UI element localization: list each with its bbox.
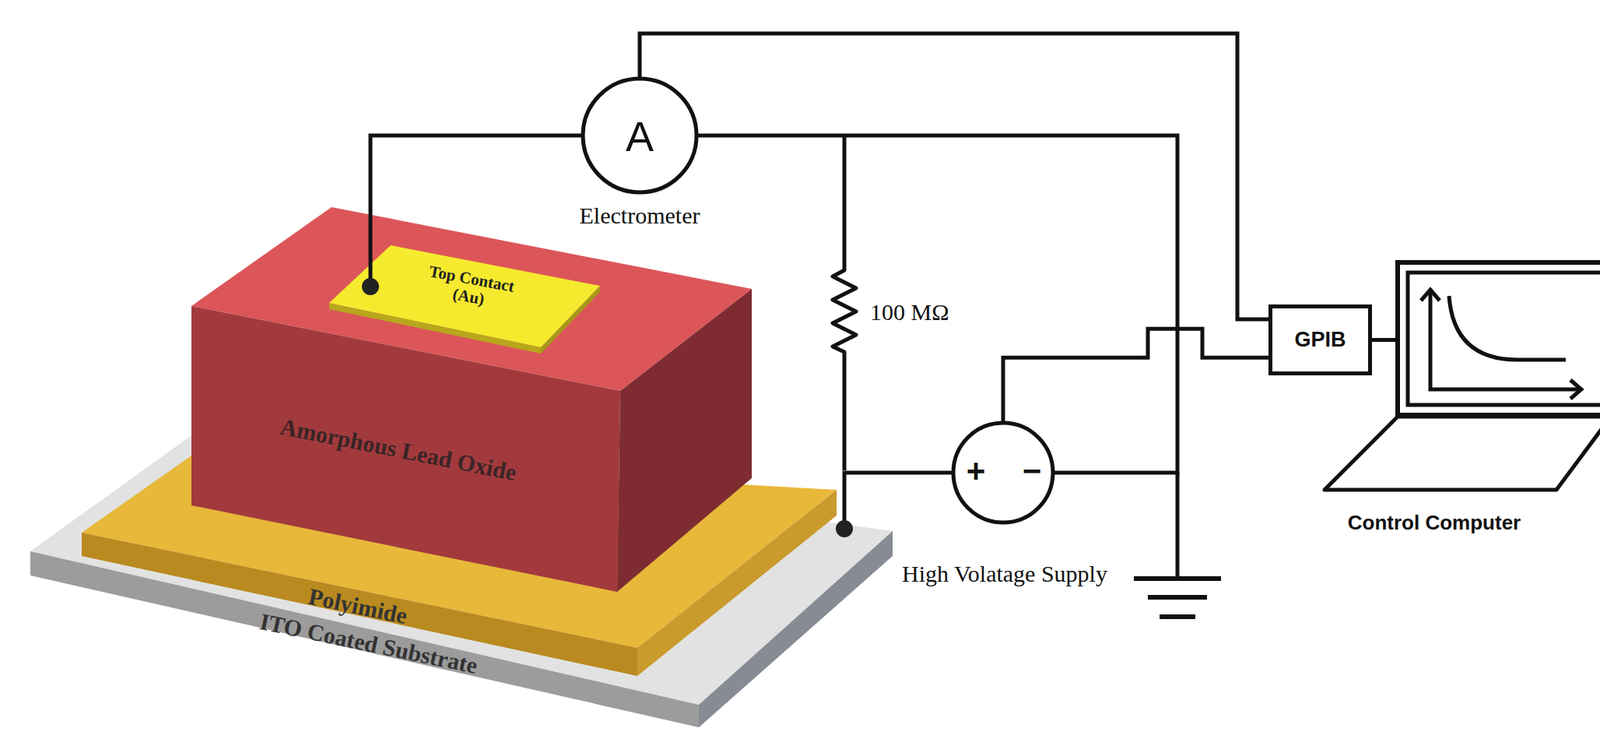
resistor-symbol <box>832 133 857 471</box>
wire-connector <box>698 135 1178 473</box>
gpib-outline <box>1270 306 1371 374</box>
ground-wire <box>1175 472 1180 579</box>
decay-curve <box>1449 295 1566 360</box>
meter-symbol: A <box>625 113 654 160</box>
wire-connector <box>639 33 1269 320</box>
ground-symbol <box>1159 614 1196 619</box>
wire-connector <box>1003 328 1269 422</box>
graph-axes <box>1570 379 1582 399</box>
computer-label: Control Computer <box>1347 511 1521 534</box>
laptop-screen <box>1397 262 1600 415</box>
high-voltage-supply: +−High Volatage Supply <box>951 421 1055 524</box>
lead-oxide-layer: Amorphous Lead OxideTop Contact (Au) <box>191 207 752 592</box>
meter-label: Electrometer <box>579 202 701 229</box>
layer-front-face <box>30 550 699 727</box>
polarity-sign: + <box>966 452 986 489</box>
contact-top-face <box>329 245 600 348</box>
graph-axes <box>1421 289 1440 301</box>
polarity-sign: − <box>1022 452 1043 489</box>
laptop-shape <box>1322 256 1600 545</box>
gpib-box: GPIB <box>1268 304 1372 376</box>
probe-dot <box>361 277 379 295</box>
layer-side-face <box>698 530 893 727</box>
supply-circle <box>953 422 1053 523</box>
wire-connector <box>1371 337 1398 342</box>
probe-dot <box>835 519 853 537</box>
wire-connector <box>844 472 952 529</box>
meter-circle <box>582 78 697 193</box>
resistor-value: 100 MΩ <box>870 298 949 325</box>
graph-axes <box>1430 289 1582 390</box>
laptop: Control Computer <box>1322 256 1600 545</box>
supply-label: High Volatage Supply <box>899 560 1110 586</box>
laptop-screen <box>1407 272 1600 405</box>
gpib-label: GPIB <box>1294 328 1346 352</box>
electrometer: AElectrometer <box>581 77 699 194</box>
ground-symbol <box>1147 594 1208 600</box>
laptop-base <box>1324 416 1600 490</box>
ground-symbol <box>1133 575 1222 581</box>
